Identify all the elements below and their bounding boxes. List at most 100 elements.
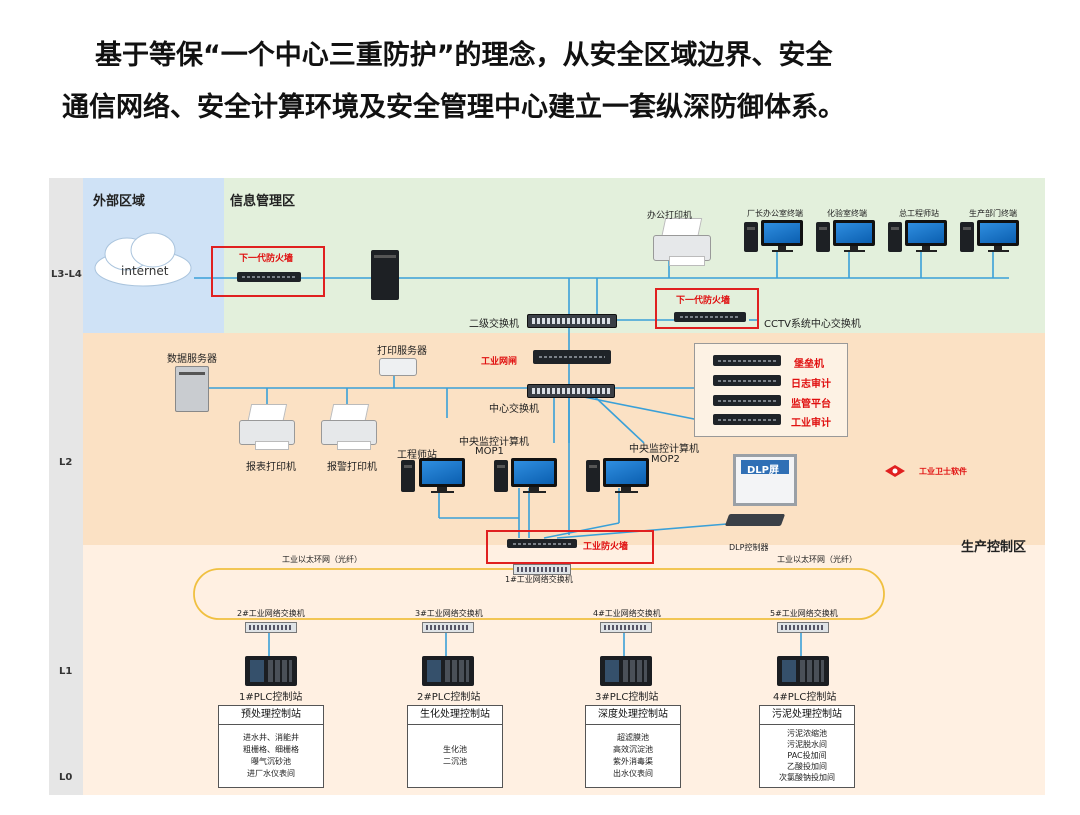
firewall-2-highlight <box>655 288 759 329</box>
switch-1-label: 1#工业网络交换机 <box>505 575 573 584</box>
bastion-host-label: 堡垒机 <box>794 359 824 370</box>
external-zone-title: 外部区域 <box>93 194 146 209</box>
monitor-icon <box>603 458 649 496</box>
industrial-gateway-label: 工业网闸 <box>481 357 518 367</box>
level-bar <box>49 178 83 795</box>
terminal-label: 化验室终端 <box>827 209 867 218</box>
plc-icon <box>600 656 652 686</box>
terminal-label: 总工程师站 <box>899 209 939 218</box>
plc-box-title: 深度处理控制站 <box>586 706 680 725</box>
plc-station-name: 1#PLC控制站 <box>239 692 303 703</box>
info-zone-title: 信息管理区 <box>230 194 296 209</box>
dlp-screen-inner <box>741 460 789 474</box>
guard-logo-icon <box>885 465 905 477</box>
print-server-label: 打印服务器 <box>377 346 427 357</box>
office-printer-icon <box>653 218 711 266</box>
field-switch-icon <box>777 622 829 633</box>
dlp-screen-label: DLP屏 <box>747 465 780 476</box>
mop2-label: 中央监控计算机 <box>629 444 699 455</box>
level-l1: L1 <box>59 666 73 677</box>
core-switch-label: 中心交换机 <box>489 404 539 415</box>
plc-box-title: 污泥处理控制站 <box>760 706 854 725</box>
report-printer-icon <box>239 404 295 450</box>
field-switch-icon <box>600 622 652 633</box>
plc-station-name: 4#PLC控制站 <box>773 692 837 703</box>
industrial-firewall-highlight <box>486 530 654 564</box>
plc-box-item: 进水井、消能井 <box>243 733 299 742</box>
ring-label-right: 工业以太环网（光纤） <box>777 555 857 564</box>
pc-tower-icon <box>816 222 830 252</box>
plc-box-item: 污泥脱水间 <box>787 740 827 749</box>
supervision-platform-label: 监管平台 <box>791 399 831 410</box>
plc-box-title: 生化处理控制站 <box>408 706 502 725</box>
pc-tower-icon <box>960 222 974 252</box>
info-zone <box>224 178 1045 333</box>
server-icon <box>371 250 399 300</box>
monitor-icon <box>977 220 1019 254</box>
cctv-switch-label: CCTV系统中心交换机 <box>764 319 861 330</box>
appliance-device <box>713 414 781 425</box>
cloud-icon <box>94 232 192 287</box>
field-switch-icon <box>245 622 297 633</box>
heading-line-1: 基于等保“一个中心三重防护”的理念，从安全区域边界、安全 <box>95 40 833 71</box>
l2-switch-icon <box>527 314 617 328</box>
dlp-controller-icon <box>724 514 786 526</box>
plc-box-item: 高效沉淀池 <box>613 745 653 754</box>
dlp-controller-label: DLP控制器 <box>729 543 769 552</box>
plc-box-item: 紫外消毒渠 <box>613 757 653 766</box>
plc-box-item: 曝气沉砂池 <box>251 757 291 766</box>
heading-line-2: 通信网络、安全计算环境及安全管理中心建立一套纵深防御体系。 <box>62 92 845 123</box>
field-switch-label: 5#工业网络交换机 <box>770 609 838 618</box>
industrial-gateway-device <box>533 350 611 364</box>
plc-box-item: 出水仪表间 <box>613 769 653 778</box>
industrial-firewall-label: 工业防火墙 <box>583 542 629 552</box>
office-printer-label: 办公打印机 <box>647 211 693 221</box>
plc-icon <box>777 656 829 686</box>
plc-station-box: 深度处理控制站 超滤膜池 高效沉淀池 紫外消毒渠 出水仪表间 <box>585 705 681 788</box>
plc-box-item: 超滤膜池 <box>617 733 649 742</box>
alarm-printer-label: 报警打印机 <box>327 462 377 473</box>
monitor-icon <box>511 458 557 496</box>
monitor-icon <box>905 220 947 254</box>
plc-icon <box>422 656 474 686</box>
pc-tower-icon <box>401 460 415 492</box>
firewall-2-label: 下一代防火墙 <box>676 296 731 306</box>
field-switch-label: 4#工业网络交换机 <box>593 609 661 618</box>
data-server-icon <box>175 366 209 412</box>
plc-box-item: 二沉池 <box>443 757 467 766</box>
appliance-device <box>713 355 781 366</box>
level-l3-l4: L3-L4 <box>51 269 82 280</box>
plc-box-item: 污泥浓缩池 <box>787 729 827 738</box>
terminal-label: 厂长办公室终端 <box>747 209 803 218</box>
core-switch-icon <box>527 384 615 398</box>
plc-station-box: 污泥处理控制站 污泥浓缩池 污泥脱水间 PAC投加间 乙酸投加间 次氯酸钠投加间 <box>759 705 855 788</box>
industrial-audit-label: 工业审计 <box>791 418 831 429</box>
firewall-2-device <box>674 312 746 322</box>
plc-box-item: 粗栅格、细栅格 <box>243 745 299 754</box>
log-audit-label: 日志审计 <box>791 379 831 390</box>
print-server-icon <box>379 358 417 376</box>
mop2-id: MOP2 <box>651 454 680 465</box>
mop1-id: MOP1 <box>475 446 504 457</box>
plc-box-item: 乙酸投加间 <box>787 762 827 771</box>
data-server-label: 数据服务器 <box>167 354 217 365</box>
monitor-icon <box>833 220 875 254</box>
field-switch-label: 2#工业网络交换机 <box>237 609 305 618</box>
industrial-firewall-device <box>507 539 577 548</box>
terminal-label: 生产部门终端 <box>969 209 1017 218</box>
switch-1-icon <box>513 564 571 575</box>
plc-station-name: 3#PLC控制站 <box>595 692 659 703</box>
pc-tower-icon <box>888 222 902 252</box>
level-l2: L2 <box>59 457 73 468</box>
pc-tower-icon <box>744 222 758 252</box>
plc-station-name: 2#PLC控制站 <box>417 692 481 703</box>
plc-box-item: 进厂水仪表间 <box>247 769 295 778</box>
plc-box-item: 次氯酸钠投加间 <box>779 773 835 782</box>
firewall-1-device <box>237 272 301 282</box>
monitor-icon <box>761 220 803 254</box>
internet-label: internet <box>121 264 169 278</box>
guard-software-label: 工业卫士软件 <box>919 467 967 476</box>
alarm-printer-icon <box>321 404 377 450</box>
production-zone-title: 生产控制区 <box>961 540 1027 555</box>
eng-station-label: 工程师站 <box>397 450 437 461</box>
